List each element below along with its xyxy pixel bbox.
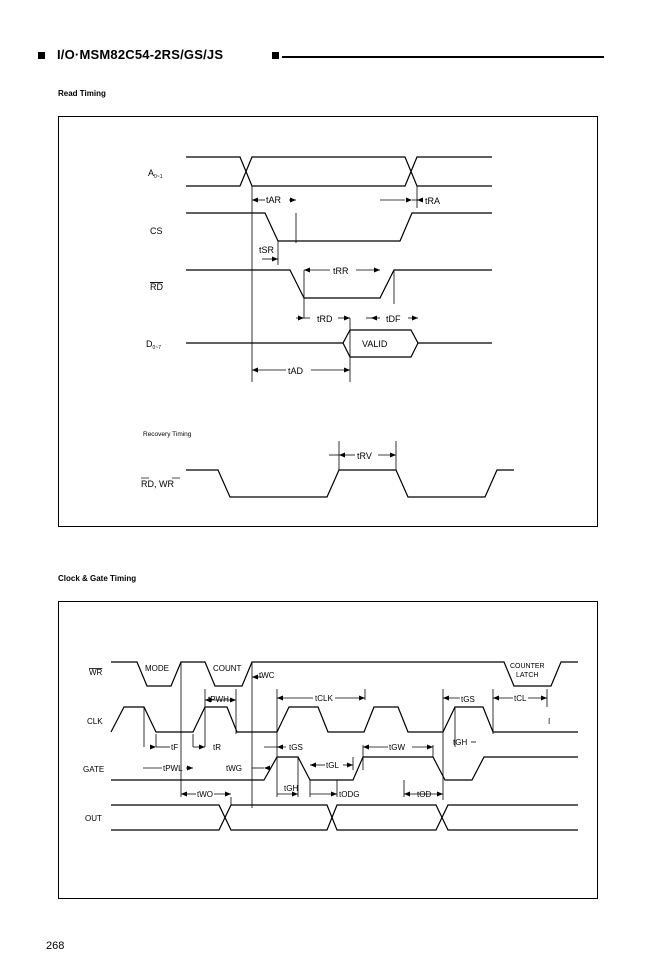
tcl-tick: I: [548, 717, 550, 726]
tgl-label: tGL: [326, 761, 339, 770]
rd-trace: [186, 269, 492, 299]
recovery-trace: [186, 469, 514, 498]
address-bus-trace: [186, 156, 492, 187]
clock-gate-diagram: WR CLK GATE OUT MODE COUNT COUNTER LATCH…: [58, 601, 598, 899]
cs-trace: [186, 212, 492, 242]
tgh-right-label: tGH: [453, 738, 467, 747]
page-title: I/O·MSM82C54-2RS/GS/JS: [57, 47, 224, 62]
valid-label: VALID: [362, 339, 388, 349]
tar-label: tAR: [266, 195, 282, 205]
rd-signal-label: RD: [150, 282, 163, 292]
read-timing-diagram: A0~1 CS RD D0~7 tAR tRA tSR tRR tRD tDF …: [58, 116, 598, 527]
out-trace-inverse: [111, 804, 578, 831]
trd-label: tRD: [317, 314, 333, 324]
gate-trace: [111, 756, 578, 781]
clock-gate-svg: WR CLK GATE OUT MODE COUNT COUNTER LATCH…: [83, 661, 578, 831]
tpwh-label: tPWH: [208, 695, 229, 704]
twg-label: tWG: [226, 764, 242, 773]
out-signal-label: OUT: [85, 814, 102, 823]
tgs-top-label: tGS: [461, 695, 475, 704]
tgw-label: tGW: [389, 743, 405, 752]
mode-label: MODE: [145, 664, 169, 673]
twc-label: tWC: [259, 671, 275, 680]
clock-gate-heading: Clock & Gate Timing: [58, 574, 137, 583]
d-signal-label: D0~7: [146, 339, 161, 351]
out-trace: [111, 804, 578, 831]
tgs-mid-label: tGS: [289, 743, 303, 752]
two-label: tWO: [197, 790, 213, 799]
header-rule: [282, 56, 604, 58]
tdf-label: tDF: [386, 314, 401, 324]
tclk-label: tCLK: [315, 694, 333, 703]
header-bullet: [38, 52, 45, 59]
clk-trace: [110, 706, 578, 733]
tsr-label: tSR: [259, 245, 275, 255]
clk-signal-label: CLK: [87, 717, 103, 726]
wr-trace: [111, 661, 578, 687]
trv-label: tRV: [357, 451, 372, 461]
tr-label: tR: [213, 743, 221, 752]
tgh-left-label: tGH: [284, 784, 298, 793]
tpwl-label: tPWL: [163, 764, 183, 773]
read-timing-heading: Read Timing: [58, 89, 106, 98]
tod-label: tOD: [417, 790, 431, 799]
counter-latch-label-2: LATCH: [516, 672, 538, 679]
cs-signal-label: CS: [150, 226, 163, 236]
a-signal-label: A0~1: [148, 168, 163, 180]
read-timing-svg: A0~1 CS RD D0~7 tAR tRA tSR tRR tRD tDF …: [141, 156, 514, 498]
trr-label: tRR: [333, 266, 349, 276]
tra-label: tRA: [425, 196, 440, 206]
data-bus-trace: [186, 329, 492, 344]
page-header: I/O·MSM82C54-2RS/GS/JS: [38, 46, 604, 68]
count-label: COUNT: [213, 664, 242, 673]
recovery-timing-heading: Recovery Timing: [143, 431, 192, 438]
wr-signal-label: WR: [89, 668, 103, 677]
tcl-label: tCL: [514, 694, 527, 703]
page-number: 268: [46, 940, 65, 952]
recovery-signal-label: RD, WR: [141, 479, 174, 489]
data-bus-trace-lower: [342, 342, 419, 358]
header-bullet-right: [272, 52, 279, 59]
todg-label: tODG: [339, 790, 359, 799]
gate-signal-label: GATE: [83, 765, 104, 774]
address-bus-trace-inverse: [186, 156, 492, 187]
counter-latch-label-1: COUNTER: [510, 663, 545, 670]
tad-label: tAD: [288, 366, 304, 376]
tf-label: tF: [171, 743, 178, 752]
